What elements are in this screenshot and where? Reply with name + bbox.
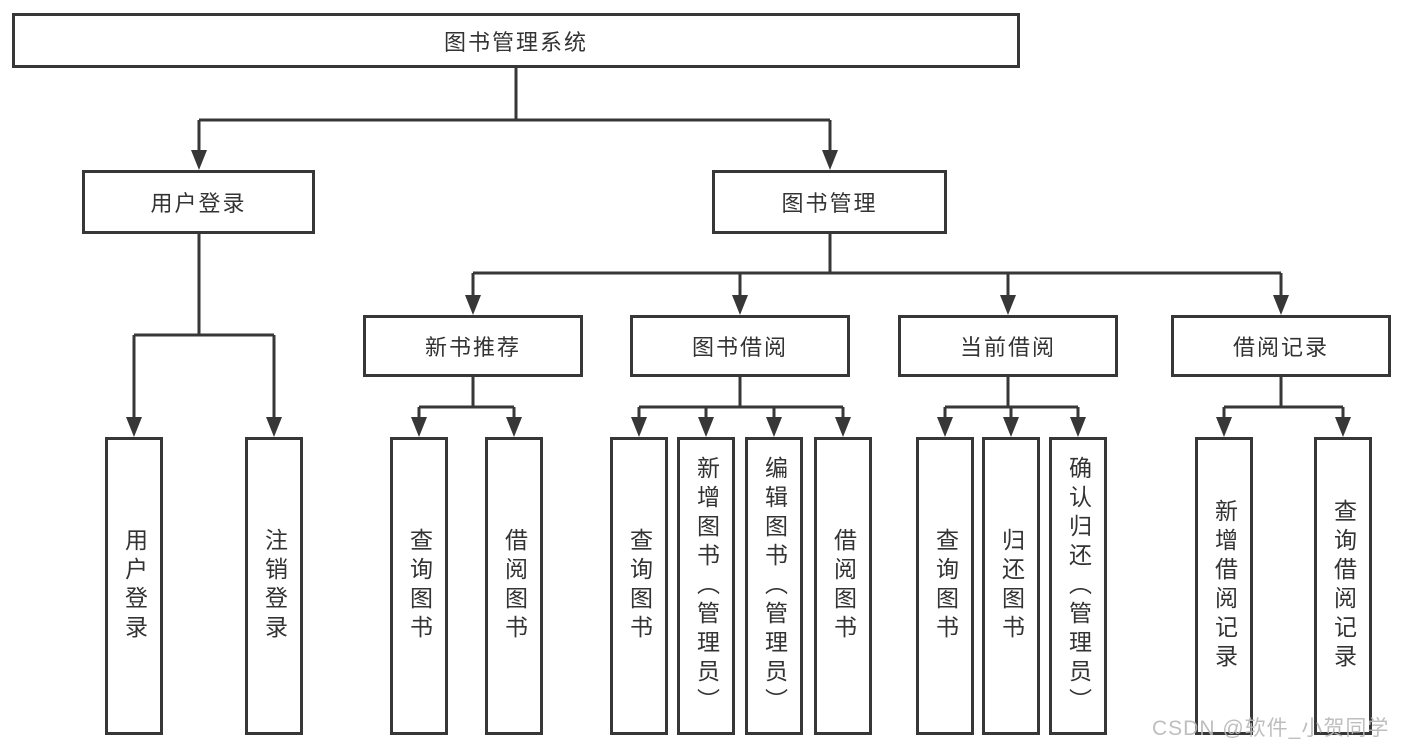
node-library-management-system: 图书管理系统: [12, 13, 1020, 68]
leaf-newbook-borrow-book: 借阅图书: [485, 437, 543, 735]
arrowhead: [1273, 295, 1289, 315]
leaf-borrow-edit-book-admin: 编辑图书（管理员）: [745, 437, 803, 735]
arrowhead: [506, 417, 522, 437]
leaf-user-login: 用户登录: [105, 437, 163, 735]
node-current-borrow: 当前借阅: [898, 315, 1118, 377]
arrowhead: [411, 417, 427, 437]
node-book-borrow: 图书借阅: [630, 315, 850, 377]
edges-new-book-recommend: [411, 377, 522, 437]
leaf-borrow-query-book: 查询图书: [610, 437, 668, 735]
arrowhead: [698, 417, 714, 437]
arrowhead: [732, 295, 748, 315]
leaf-logout: 注销登录: [245, 437, 303, 735]
arrowhead: [465, 295, 481, 315]
arrowhead: [631, 417, 647, 437]
arrowhead: [126, 417, 142, 437]
edges-book-management: [465, 234, 1289, 315]
edges-root: [191, 68, 838, 170]
arrowhead: [191, 150, 207, 170]
leaf-current-confirm-return-admin: 确认归还（管理员）: [1049, 437, 1107, 735]
leaf-records-add-record: 新增借阅记录: [1195, 437, 1253, 735]
arrowhead: [1070, 417, 1086, 437]
leaf-borrow-borrow-book: 借阅图书: [814, 437, 872, 735]
edges-current-borrow: [937, 377, 1086, 437]
arrowhead: [1335, 417, 1351, 437]
arrowhead: [937, 417, 953, 437]
node-new-book-recommend: 新书推荐: [363, 315, 583, 377]
arrowhead: [835, 417, 851, 437]
node-user-login: 用户登录: [82, 170, 315, 234]
leaf-current-return-book: 归还图书: [982, 437, 1040, 735]
arrowhead: [266, 417, 282, 437]
leaf-borrow-add-book-admin: 新增图书（管理员）: [677, 437, 735, 735]
leaf-current-query-book: 查询图书: [916, 437, 974, 735]
csdn-watermark: CSDN @软件_小贺同学: [1152, 717, 1390, 740]
node-book-management: 图书管理: [712, 170, 947, 234]
arrowhead: [1216, 417, 1232, 437]
node-borrow-records: 借阅记录: [1171, 315, 1391, 377]
edges-borrow-records: [1216, 377, 1351, 437]
arrowhead: [1003, 417, 1019, 437]
leaf-records-query-record: 查询借阅记录: [1314, 437, 1372, 735]
leaf-newbook-query-book: 查询图书: [390, 437, 448, 735]
edges-book-borrow: [631, 377, 851, 437]
arrowhead: [766, 417, 782, 437]
edges-user-login: [126, 234, 282, 437]
arrowhead: [822, 150, 838, 170]
arrowhead: [1000, 295, 1016, 315]
